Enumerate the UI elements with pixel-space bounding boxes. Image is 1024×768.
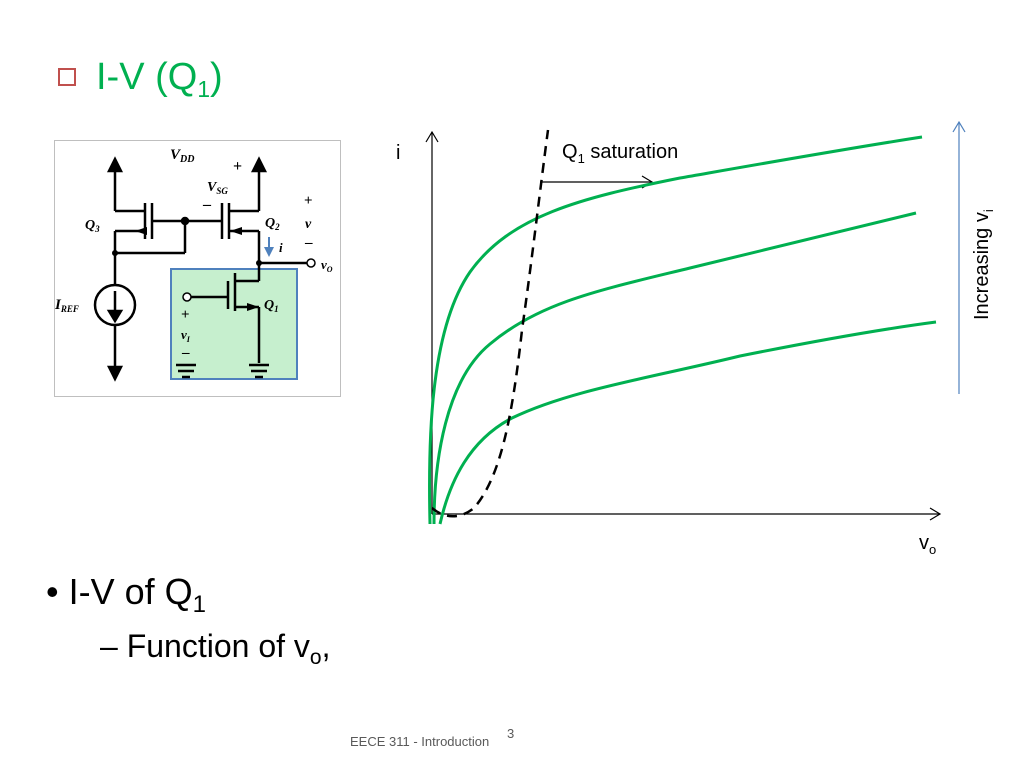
iv-curve-mid bbox=[432, 211, 917, 525]
vi-label: vI bbox=[181, 327, 191, 344]
circuit-diagram: VDD + VSG – Q3 Q2 + v – i vO IREF Q1 + v… bbox=[54, 140, 341, 397]
iv-curve-low bbox=[438, 320, 937, 525]
page-number: 3 bbox=[507, 726, 515, 741]
title-text: I-V (Q1) bbox=[96, 56, 223, 102]
increasing-label: Increasing vi bbox=[971, 209, 996, 320]
q1-label: Q1 bbox=[264, 298, 279, 314]
bullet-iv-of-q1: • I-V of Q1 bbox=[46, 571, 206, 618]
x-axis-label: vo bbox=[919, 532, 937, 557]
minus-right: – bbox=[304, 235, 313, 251]
vo-label: vO bbox=[321, 257, 333, 274]
vsg-label: VSG bbox=[207, 180, 228, 196]
plus-right: + bbox=[304, 193, 313, 209]
title-bullet-box bbox=[58, 68, 76, 86]
iref-label: IREF bbox=[55, 297, 79, 314]
saturation-boundary bbox=[431, 129, 550, 518]
vdd-label: VDD bbox=[170, 147, 194, 165]
plus-in: + bbox=[181, 307, 190, 323]
i-label: i bbox=[279, 240, 283, 255]
slide-title: I-V (Q1) bbox=[58, 56, 223, 102]
iv-curve-high bbox=[428, 135, 923, 525]
q3-label: Q3 bbox=[85, 218, 100, 234]
v-right: v bbox=[305, 217, 312, 232]
y-axis-label: i bbox=[396, 142, 401, 164]
footer-text: EECE 311 - Introduction bbox=[350, 734, 490, 749]
increasing-arrow bbox=[952, 120, 966, 394]
q2-label: Q2 bbox=[265, 216, 280, 232]
subbullet-function-of-vo: – Function of vo, bbox=[100, 628, 331, 669]
minus-mid: – bbox=[202, 196, 212, 213]
minus-in: – bbox=[181, 345, 190, 361]
saturation-label: Q1 saturation bbox=[562, 141, 679, 166]
circuit-schematic: VDD + VSG – Q3 Q2 + v – i vO IREF Q1 + v… bbox=[54, 147, 333, 382]
graph-axes bbox=[425, 130, 942, 521]
plus-top: + bbox=[233, 158, 242, 175]
